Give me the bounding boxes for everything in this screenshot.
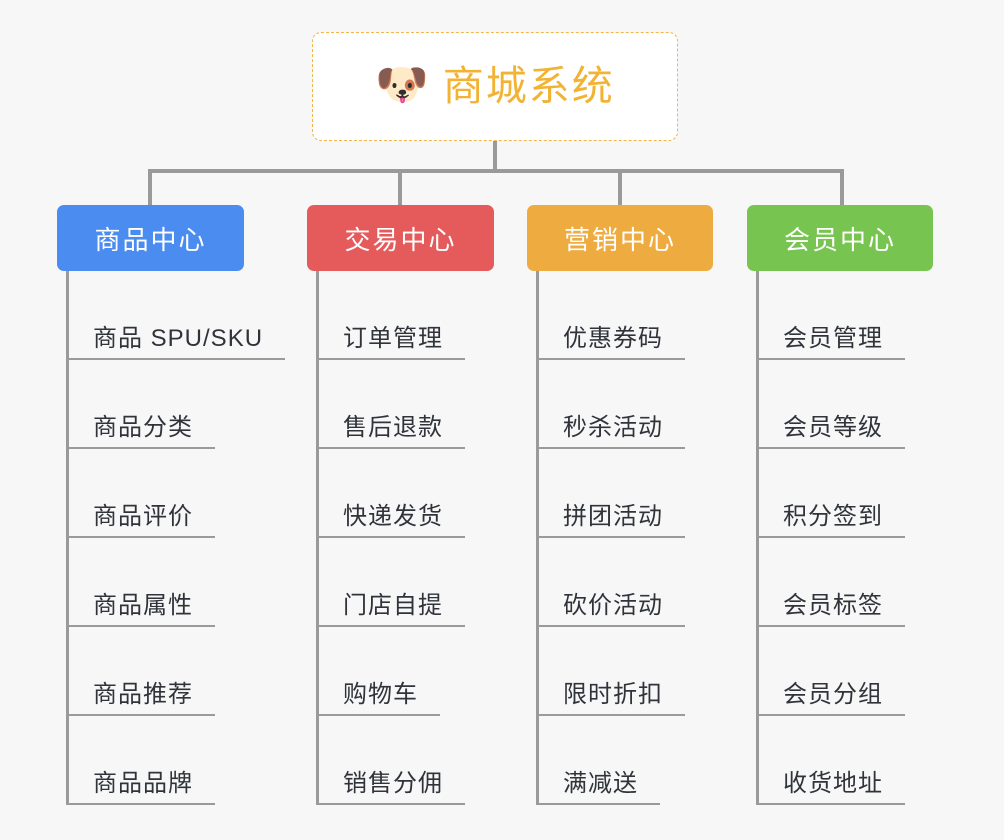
- branch-items-huiyuan: 会员管理 会员等级 积分签到 会员标签 会员分组 收货地址: [747, 271, 933, 805]
- branch-header-label: 会员中心: [783, 224, 896, 255]
- branch-column-huiyuan: 会员中心 会员管理 会员等级 积分签到 会员标签 会员分组 收货地址: [747, 205, 933, 805]
- branch-header-jiaoyi[interactable]: 交易中心: [307, 205, 494, 271]
- branch-column-jiaoyi: 交易中心 订单管理 售后退款 快递发货 门店自提 购物车 销售分佣: [307, 205, 494, 805]
- branch-header-yingxiao[interactable]: 营销中心: [527, 205, 713, 271]
- list-item-label: 门店自提: [343, 591, 443, 619]
- list-item-label: 商品推荐: [93, 680, 193, 708]
- connector-drop-2: [398, 169, 402, 207]
- list-item-label: 秒杀活动: [563, 413, 663, 441]
- list-item-label: 快递发货: [343, 502, 443, 530]
- list-item[interactable]: 销售分佣: [307, 716, 494, 805]
- list-item-label: 砍价活动: [563, 591, 663, 619]
- list-item-label: 商品属性: [93, 591, 193, 619]
- list-item[interactable]: 会员分组: [747, 627, 933, 716]
- list-item-label: 积分签到: [783, 502, 883, 530]
- list-item[interactable]: 积分签到: [747, 449, 933, 538]
- connector-horizontal-bus: [148, 169, 844, 173]
- list-item[interactable]: 会员管理: [747, 271, 933, 360]
- list-item[interactable]: 商品评价: [57, 449, 244, 538]
- list-item-label: 会员分组: [783, 680, 883, 708]
- list-item-label: 购物车: [343, 680, 418, 708]
- list-item[interactable]: 商品推荐: [57, 627, 244, 716]
- branch-column-yingxiao: 营销中心 优惠券码 秒杀活动 拼团活动 砍价活动 限时折扣 满减送: [527, 205, 713, 805]
- list-item[interactable]: 砍价活动: [527, 538, 713, 627]
- branch-spine: [316, 271, 319, 805]
- list-item-label: 拼团活动: [563, 502, 663, 530]
- list-item[interactable]: 满减送: [527, 716, 713, 805]
- branch-items-jiaoyi: 订单管理 售后退款 快递发货 门店自提 购物车 销售分佣: [307, 271, 494, 805]
- root-node[interactable]: 🐶 商城系统: [312, 32, 678, 141]
- branch-items-yingxiao: 优惠券码 秒杀活动 拼团活动 砍价活动 限时折扣 满减送: [527, 271, 713, 805]
- branch-header-label: 营销中心: [563, 224, 676, 255]
- list-item-label: 销售分佣: [343, 769, 443, 797]
- list-item[interactable]: 会员等级: [747, 360, 933, 449]
- list-item-label: 商品分类: [93, 413, 193, 441]
- list-item-label: 满减送: [563, 769, 638, 797]
- list-item-label: 商品 SPU/SKU: [93, 324, 264, 352]
- list-item-label: 订单管理: [343, 324, 443, 352]
- list-item-label: 优惠券码: [563, 324, 663, 352]
- branch-header-label: 交易中心: [344, 224, 457, 255]
- list-item-label: 收货地址: [783, 769, 883, 797]
- list-item[interactable]: 售后退款: [307, 360, 494, 449]
- branch-column-shangpin: 商品中心 商品 SPU/SKU 商品分类 商品评价 商品属性 商品推荐 商品品牌: [57, 205, 286, 805]
- shiba-dog-emoji-icon: 🐶: [375, 61, 429, 109]
- list-item-label: 商品评价: [93, 502, 193, 530]
- list-item[interactable]: 限时折扣: [527, 627, 713, 716]
- list-item[interactable]: 商品 SPU/SKU: [57, 271, 286, 360]
- list-item-label: 限时折扣: [563, 680, 663, 708]
- list-item[interactable]: 商品品牌: [57, 716, 244, 805]
- list-item[interactable]: 收货地址: [747, 716, 933, 805]
- connector-drop-1: [148, 169, 152, 207]
- connector-drop-3: [618, 169, 622, 207]
- branch-header-huiyuan[interactable]: 会员中心: [747, 205, 933, 271]
- list-item[interactable]: 购物车: [307, 627, 494, 716]
- list-item[interactable]: 秒杀活动: [527, 360, 713, 449]
- list-item[interactable]: 拼团活动: [527, 449, 713, 538]
- list-item[interactable]: 快递发货: [307, 449, 494, 538]
- list-item[interactable]: 订单管理: [307, 271, 494, 360]
- list-item-label: 会员标签: [783, 591, 883, 619]
- branch-items-shangpin: 商品 SPU/SKU 商品分类 商品评价 商品属性 商品推荐 商品品牌: [57, 271, 286, 805]
- root-node-label: 商城系统: [442, 63, 615, 109]
- list-item-label: 会员等级: [783, 413, 883, 441]
- list-item-label: 商品品牌: [93, 769, 193, 797]
- connector-drop-4: [840, 169, 844, 207]
- list-item-label: 售后退款: [343, 413, 443, 441]
- list-item[interactable]: 商品属性: [57, 538, 244, 627]
- branch-header-shangpin[interactable]: 商品中心: [57, 205, 244, 271]
- list-item[interactable]: 商品分类: [57, 360, 244, 449]
- branch-header-label: 商品中心: [94, 224, 207, 255]
- branch-spine: [756, 271, 759, 805]
- branch-spine: [536, 271, 539, 805]
- list-item-label: 会员管理: [783, 324, 883, 352]
- list-item[interactable]: 优惠券码: [527, 271, 713, 360]
- connector-root-stem: [493, 141, 497, 171]
- list-item[interactable]: 门店自提: [307, 538, 494, 627]
- list-item[interactable]: 会员标签: [747, 538, 933, 627]
- branch-spine: [66, 271, 69, 805]
